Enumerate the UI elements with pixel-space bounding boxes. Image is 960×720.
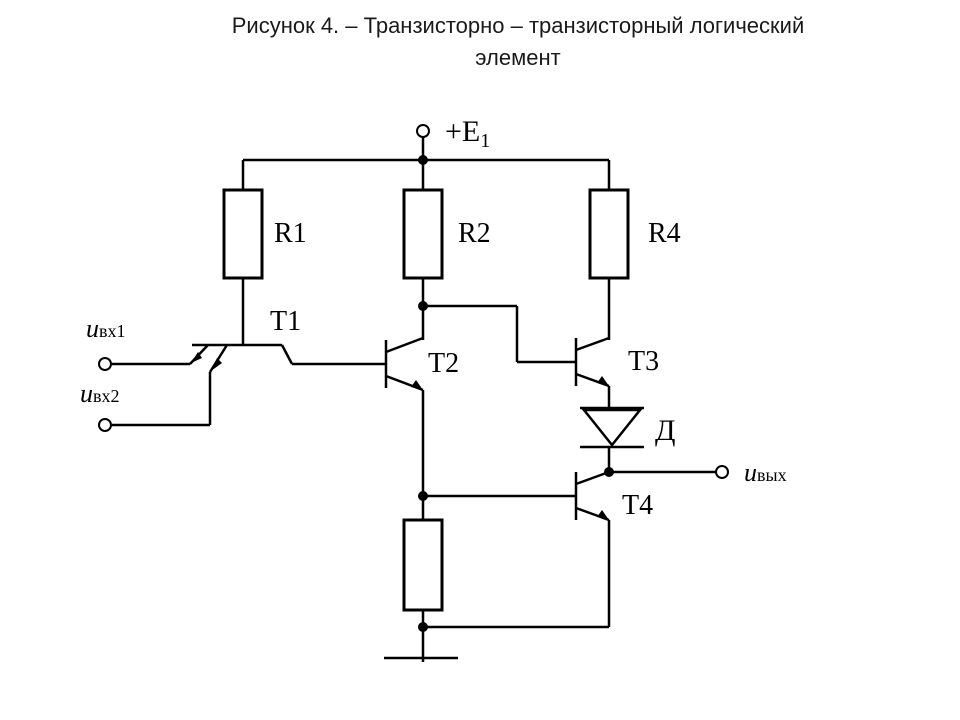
diode-label: Д [655, 414, 675, 447]
resistor-r1 [222, 188, 264, 280]
t1-emitter1-arrow [191, 352, 202, 363]
transistor-label-t1: T1 [270, 306, 301, 337]
transistor-label-t2: T2 [428, 348, 459, 379]
resistor-label-r4: R4 [648, 218, 681, 249]
resistor-r2 [402, 188, 444, 280]
t2-emitter-arrow [411, 380, 423, 390]
junctions [418, 155, 614, 632]
caption-line-1: Рисунок 4. – Транзисторно – транзисторны… [231, 13, 805, 38]
resistor-r4 [588, 188, 630, 280]
t3-emitter-arrow [597, 376, 609, 386]
figure-caption: Рисунок 4. – Транзисторно – транзисторны… [0, 10, 960, 74]
output-label: uвых [744, 458, 787, 487]
t4-emitter-arrow [597, 510, 609, 520]
input-label-2: uвх2 [80, 379, 120, 408]
input-terminal-1 [98, 357, 112, 371]
input-terminal-2 [98, 418, 112, 432]
supply-label: +E1 [445, 115, 490, 152]
transistor-label-t3: T3 [628, 346, 659, 377]
resistor-label-r2: R2 [458, 218, 491, 249]
supply-terminal [416, 124, 430, 138]
output-terminal [715, 465, 729, 479]
input-label-1: uвх1 [86, 314, 126, 343]
resistor-label-r1: R1 [274, 218, 307, 249]
t1-emitter2-arrow [211, 358, 222, 371]
caption-line-2: элемент [475, 45, 561, 70]
transistor-label-t4: T4 [622, 490, 653, 521]
resistor-bottom [402, 518, 444, 612]
diode-symbol [581, 408, 643, 448]
